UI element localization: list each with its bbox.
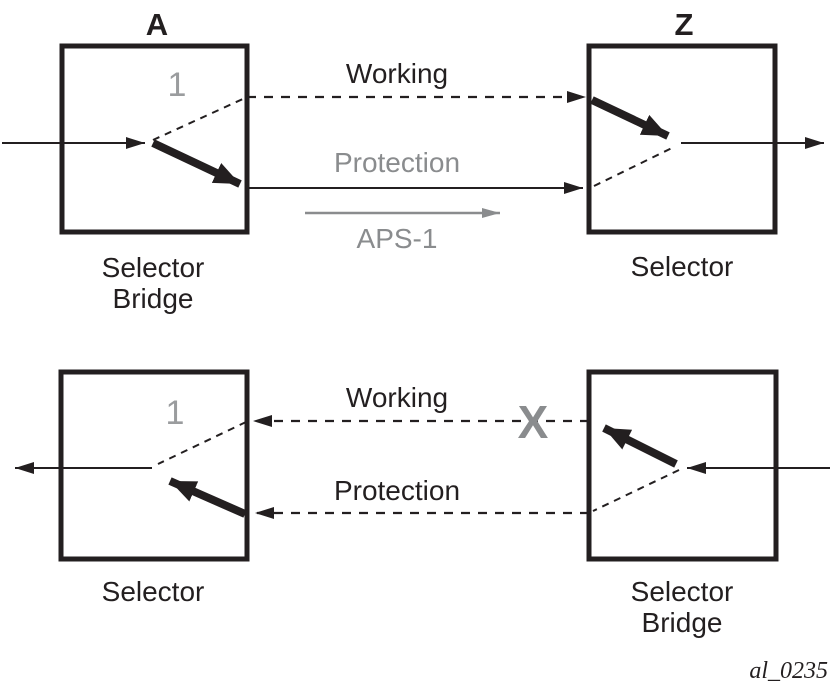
node-z-selector-arrow — [590, 96, 670, 140]
node-a-caption-line1: Selector — [102, 252, 205, 283]
aps-signal-label: APS-1 — [357, 223, 438, 254]
node-a-box — [59, 43, 250, 235]
node-a-caption-line2: Bridge — [113, 283, 194, 314]
bottom-left-port-number: 1 — [166, 394, 185, 432]
protection-label-bottom: Protection — [334, 475, 460, 506]
working-label-bottom: Working — [346, 382, 448, 413]
protection-label-top: Protection — [334, 147, 460, 178]
failure-x-mark: X — [518, 396, 549, 448]
node-z-title: Z — [675, 7, 694, 42]
bottom-right-node-box — [586, 369, 779, 562]
bottom-right-dashed-branch — [592, 469, 680, 512]
node-a-title: A — [146, 7, 168, 42]
node-z-dashed-branch — [593, 146, 675, 187]
figure-code: al_0235 — [749, 658, 828, 684]
bottom-left-selector-arrow — [168, 477, 247, 518]
node-z-caption-line1: Selector — [631, 251, 734, 282]
bottom-left-dashed-branch — [157, 421, 247, 465]
node-a-dashed-branch — [152, 97, 246, 141]
bottom-left-node-box — [58, 369, 250, 562]
bottom-right-bridge-arrow — [602, 424, 678, 468]
node-a-port-number: 1 — [168, 66, 187, 104]
node-a-bridge-arrow — [151, 139, 242, 188]
bottom-right-caption-line2: Bridge — [642, 607, 723, 638]
node-z-box — [586, 43, 778, 235]
bottom-right-caption-line1: Selector — [631, 576, 734, 607]
working-label-top: Working — [346, 58, 448, 89]
bottom-left-caption-line1: Selector — [102, 576, 205, 607]
